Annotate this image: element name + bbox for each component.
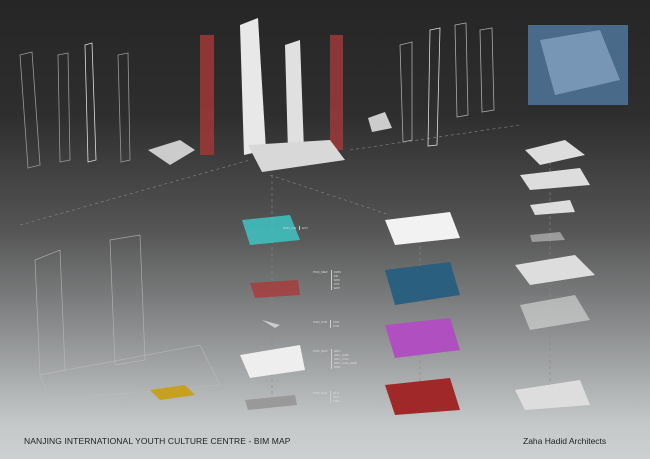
podium-envelope	[385, 212, 460, 245]
tower-components-left	[19, 42, 131, 169]
lower-left-perspective	[34, 234, 221, 401]
tower-components-right	[399, 22, 495, 147]
podium-steel	[385, 378, 460, 415]
tower1-structure	[240, 18, 266, 155]
tower2-structure	[285, 40, 304, 152]
firm-name: Zaha Hadid Architects	[523, 436, 607, 446]
pod-mep-model	[250, 280, 300, 298]
canopy-piece	[148, 140, 195, 165]
foundation-element	[150, 385, 195, 400]
poster-title: NANJING INTERNATIONAL YOUTH CULTURE CENT…	[24, 436, 291, 446]
pod-str-model	[262, 320, 280, 328]
pod-grc-model	[240, 345, 305, 378]
podium-assembly	[248, 140, 345, 172]
podium-mep-struct	[385, 262, 460, 305]
podium-grc	[385, 318, 460, 358]
tower1-mep	[200, 35, 214, 155]
canopy-piece-2	[368, 112, 392, 132]
tower2-mep	[330, 35, 343, 150]
pod-cw-model	[242, 215, 300, 245]
pod-glz-model	[245, 395, 297, 410]
podium-breakdown-right	[515, 140, 595, 410]
